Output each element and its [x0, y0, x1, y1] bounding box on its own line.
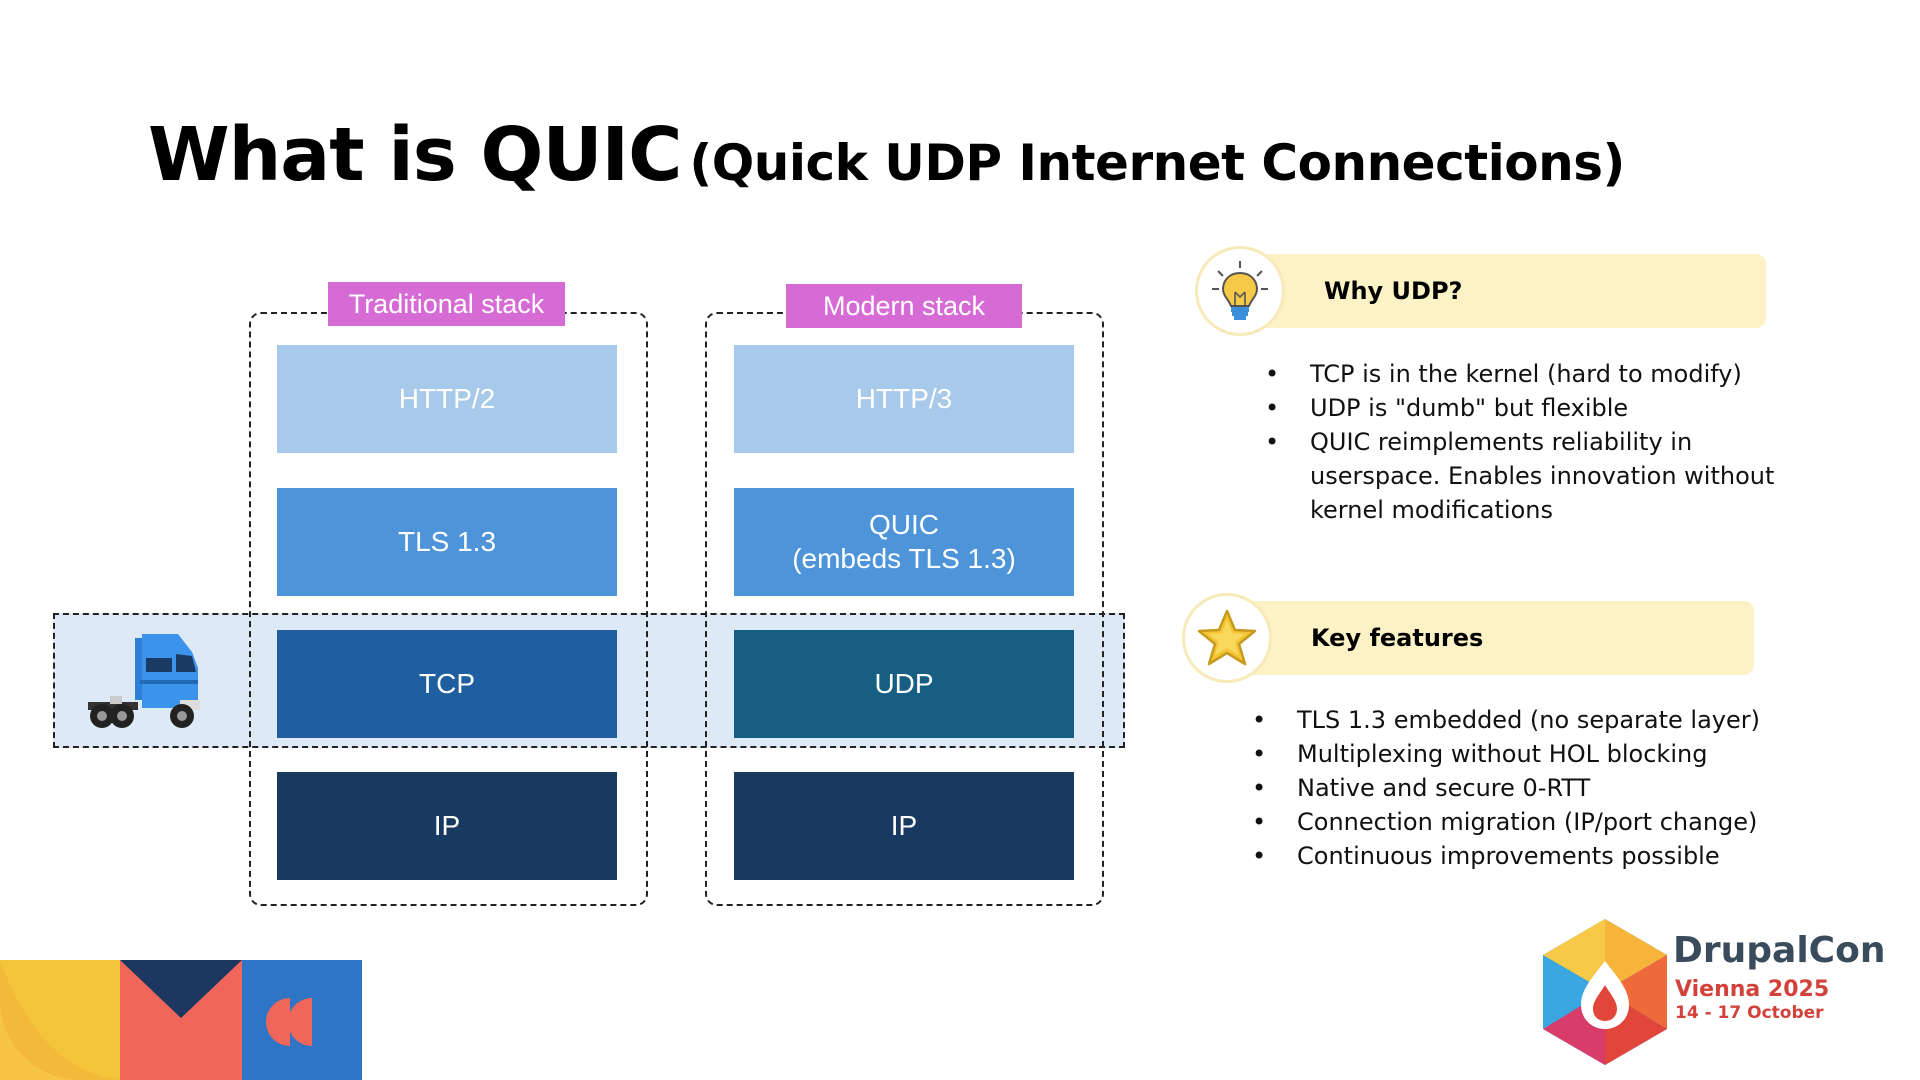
modern-stack-label: Modern stack — [786, 284, 1022, 328]
layer-quic: QUIC (embeds TLS 1.3) — [734, 488, 1074, 596]
layer-quic-name: QUIC — [869, 509, 939, 540]
layer-http3: HTTP/3 — [734, 345, 1074, 453]
list-item: UDP is "dumb" but flexible — [1265, 391, 1825, 425]
list-item: Continuous improvements possible — [1252, 839, 1812, 873]
why-udp-heading-box: Why UDP? — [1230, 254, 1766, 328]
lightbulb-badge — [1195, 246, 1285, 336]
truck-icon — [88, 634, 200, 728]
layer-ip-modern: IP — [734, 772, 1074, 880]
list-item: TLS 1.3 embedded (no separate layer) — [1252, 703, 1812, 737]
layer-udp: UDP — [734, 630, 1074, 738]
key-features-heading-box: Key features — [1218, 601, 1754, 675]
key-features-heading: Key features — [1311, 624, 1484, 652]
list-item: QUIC reimplements reliability in userspa… — [1265, 425, 1825, 527]
layer-tls: TLS 1.3 — [277, 488, 617, 596]
why-udp-list: TCP is in the kernel (hard to modify) UD… — [1265, 357, 1825, 527]
brand-dates: 14 - 17 October — [1675, 1003, 1824, 1023]
layer-http2: HTTP/2 — [277, 345, 617, 453]
drupalcon-logo — [1543, 919, 1667, 1065]
why-udp-heading: Why UDP? — [1324, 277, 1463, 305]
title-subtitle: (Quick UDP Internet Connections) — [689, 134, 1625, 192]
list-item: Native and secure 0-RTT — [1252, 771, 1812, 805]
decorative-corner-art — [0, 960, 362, 1080]
list-item: Connection migration (IP/port change) — [1252, 805, 1812, 839]
layer-ip-traditional: IP — [277, 772, 617, 880]
brand-city: Vienna 2025 — [1675, 977, 1830, 1002]
title-main: What is QUIC — [148, 112, 682, 198]
traditional-stack-label: Traditional stack — [328, 282, 565, 326]
lightbulb-icon — [1212, 261, 1268, 320]
list-item: Multiplexing without HOL blocking — [1252, 737, 1812, 771]
slide-title: What is QUIC(Quick UDP Internet Connecti… — [148, 112, 1625, 198]
brand-name: DrupalCon — [1673, 930, 1886, 971]
star-badge — [1182, 593, 1272, 683]
star-icon — [1197, 609, 1257, 666]
key-features-list: TLS 1.3 embedded (no separate layer) Mul… — [1252, 703, 1812, 873]
layer-quic-note: (embeds TLS 1.3) — [792, 543, 1016, 574]
layer-tcp: TCP — [277, 630, 617, 738]
list-item: TCP is in the kernel (hard to modify) — [1265, 357, 1825, 391]
